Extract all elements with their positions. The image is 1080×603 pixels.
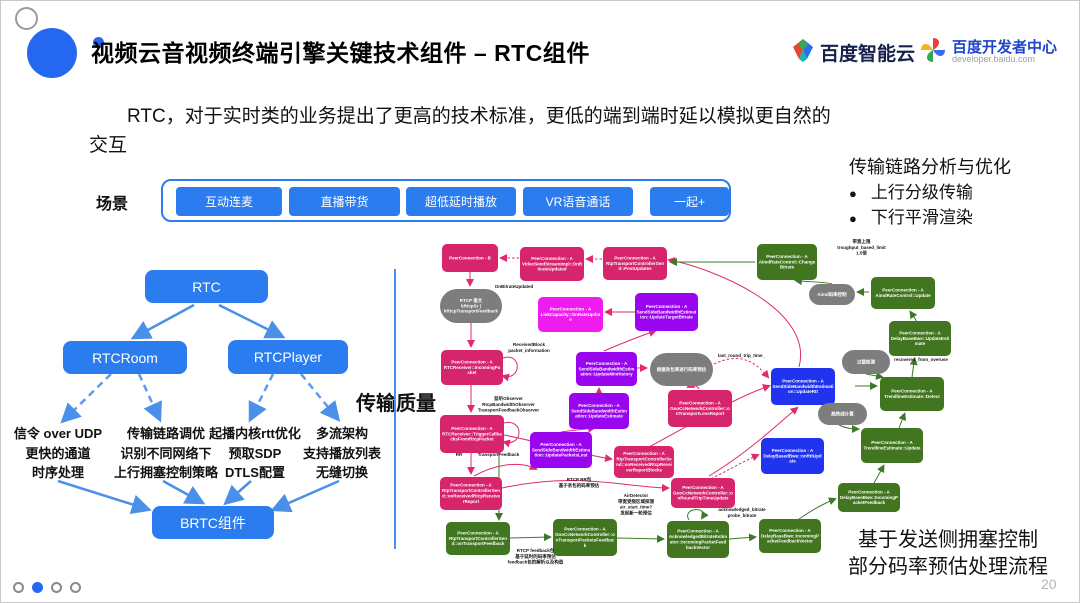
scene-label: 场景 xyxy=(96,196,129,213)
flow-node: PeerConnection - A RTCReceiver::TriggerC… xyxy=(440,415,504,453)
tree-node-rtc: RTC xyxy=(145,270,268,303)
scene-button-low-latency[interactable]: 超低延时播放 xyxy=(406,187,516,216)
flow-node: PeerConnection - A GooCcNetworkControlle… xyxy=(553,519,617,556)
baidu-developer-logo-icon xyxy=(921,38,945,62)
decorative-outline-circle xyxy=(15,7,38,30)
flow-node: PeerConnection - A LinkCapacity::OnRateU… xyxy=(538,297,603,332)
congestion-control-flowchart: PeerConnection - B PeerConnection - A Vi… xyxy=(429,233,1079,602)
pagination-dot[interactable] xyxy=(13,582,24,593)
flow-node: 根据丢包率进行码率预估 xyxy=(650,353,713,386)
flow-annotation: acknowledged_bitrate probe_bitrate xyxy=(718,507,766,518)
quality-label: 传输质量 xyxy=(356,393,436,415)
flow-node: PeerConnection - B xyxy=(442,244,498,272)
flow-node: PeerConnection - A AimdRateControl::Upda… xyxy=(871,277,935,309)
flow-annotation: last_round_trip_time_ xyxy=(717,353,766,358)
flow-node: PeerConnection - A AcknowledgedBitrateEs… xyxy=(667,521,729,558)
flow-annotation: 监听Observer RtcpBandwidthObserver Transpo… xyxy=(477,396,540,413)
flow-node: PeerConnection - A RtpTransportControlle… xyxy=(440,477,502,510)
flow-annotation: ReceivedBlock packet_information xyxy=(508,342,550,353)
flow-node: PeerConnection - A RtpTransportControlle… xyxy=(614,446,674,478)
baidu-developer-logo-url: developer.baidu.com xyxy=(952,54,1036,64)
flow-node: PeerConnection - A SendSideBandwidthEsti… xyxy=(569,393,629,429)
intro-text: RTC，对于实时类的业务提出了更高的技术标准，更低的端到端时延以模拟更自然的交互 xyxy=(89,106,831,157)
flow-node: 趋势线计算 xyxy=(818,403,867,425)
transport-panel-title: 传输链路分析与优化 xyxy=(849,157,1011,177)
flow-node: 过载检测 xyxy=(842,350,890,374)
flow-node: PeerConnection - A RTCReceiver::Incoming… xyxy=(441,350,503,385)
flow-annotation: AirDetector 带宽受限区域探测 air_start_time? 发起新… xyxy=(617,493,654,516)
scene-button-live-commerce[interactable]: 直播带货 xyxy=(289,187,400,216)
flow-node: PeerConnection - A SendSideBandwidthEsti… xyxy=(576,352,637,386)
scene-button-yiqi[interactable]: 一起+ xyxy=(650,187,729,216)
bullet-icon: ● xyxy=(849,186,857,201)
page-number: 20 xyxy=(1041,576,1057,592)
flow-node: PeerConnection - A TrendlineEstimate::Up… xyxy=(861,428,923,463)
flow-annotation: OnBitrateUpdated xyxy=(494,284,534,289)
pagination-dot-active[interactable] xyxy=(32,582,43,593)
flow-node: PeerConnection - A AimdRateControl::Chan… xyxy=(757,244,817,280)
flow-node: PeerConnection - A RtpTransportControlle… xyxy=(603,247,667,280)
bullet-icon: ● xyxy=(849,211,857,226)
flow-node: PeerConnection - A GooCcNetworkControlle… xyxy=(671,478,735,508)
tree-node-rtcroom: RTCRoom xyxy=(63,341,187,374)
pagination-dot[interactable] xyxy=(70,582,81,593)
page-title: 视频云音视频终端引擎关键技术组件 – RTC组件 xyxy=(91,40,590,66)
decorative-blue-circle xyxy=(27,28,77,78)
flowchart-caption: 基于发送侧拥塞控制 部分码率预估处理流程 xyxy=(848,529,1048,578)
tree-leaf-startup: 起播内核rtt优化 预取SDP DTLS配置 xyxy=(209,426,301,480)
tree-node-rtcplayer: RTCPlayer xyxy=(228,340,348,374)
flow-node: PeerConnection - A TrendlineEstimate::De… xyxy=(880,377,944,411)
pagination-dots xyxy=(13,582,81,593)
flow-node: PeerConnection - A SendSideBandwidthEsti… xyxy=(635,293,698,331)
flow-annotation: TransportFeedback xyxy=(477,452,520,457)
scene-button-lianmai[interactable]: 互动连麦 xyxy=(176,187,282,216)
flow-node: RTCP 报文 kRtcpSr | kRtcpTransportFeedback xyxy=(440,289,502,323)
flow-node: PeerConnection - A DelayBasedBwe::onRttU… xyxy=(761,438,824,474)
flow-node: Aimd码率控制 xyxy=(809,284,855,305)
flow-node: PeerConnection - A RtpTransportControlle… xyxy=(446,522,510,555)
flow-node: PeerConnection - A SendSideBandwidthEsti… xyxy=(530,432,592,468)
flow-node: PeerConnection - A DelayBaseBwe::Incomin… xyxy=(759,519,821,553)
transport-bullet: ●下行平滑渲染 xyxy=(849,208,973,227)
flow-node: PeerConnection - A DelayBaseBwe::Incomin… xyxy=(838,483,900,512)
tree-leaf-multistream: 多流架构 支持播放列表 无缝切换 xyxy=(302,426,381,480)
flow-annotation: RTCP RR包 基于丢包的码率预估 xyxy=(558,477,600,488)
decorative-blue-dot xyxy=(93,37,104,48)
tree-leaf-transport-tuning: 传输链路调优 识别不同网络下 上行拥塞控制策略 xyxy=(113,426,218,480)
flow-node: PeerConnection - A VideoSendStreamImpl::… xyxy=(520,247,584,281)
tree-leaf-signaling: 信令 over UDP 更快的通道 时序处理 xyxy=(13,426,103,480)
scene-button-vr-voice[interactable]: VR语音通话 xyxy=(523,187,633,216)
flow-annotation: RR xyxy=(455,452,463,457)
divider-line xyxy=(394,269,396,549)
flow-node: PeerConnection - A SendSideBandwidthEsti… xyxy=(771,368,835,405)
baidu-cloud-logo-text: 百度智能云 xyxy=(820,44,916,65)
tree-node-brtc: BRTC组件 xyxy=(152,506,274,539)
flow-node: PeerConnection - A GooCcNetworkControlle… xyxy=(668,390,732,427)
flow-annotation: RTCP feedback包 基于延时的码率预估 feedback包的解析以及构… xyxy=(507,548,564,565)
pagination-dot[interactable] xyxy=(51,582,62,593)
baidu-developer-logo-text: 百度开发者中心 xyxy=(952,39,1058,56)
tree-edges xyxy=(57,303,341,515)
flow-annotation: recovered_from_overuse xyxy=(894,357,948,362)
transport-bullet: ●上行分级传输 xyxy=(849,183,973,202)
scene-bar: 互动连麦 直播带货 超低延时播放 VR语音通话 一起+ xyxy=(161,179,731,222)
baidu-cloud-logo-icon xyxy=(793,39,813,62)
flow-annotation: 带宽上限 troughput_based_limit 1.5倍 xyxy=(837,239,886,256)
flow-node: PeerConnection - A DelayBaseBwe::UpdateE… xyxy=(889,321,951,356)
